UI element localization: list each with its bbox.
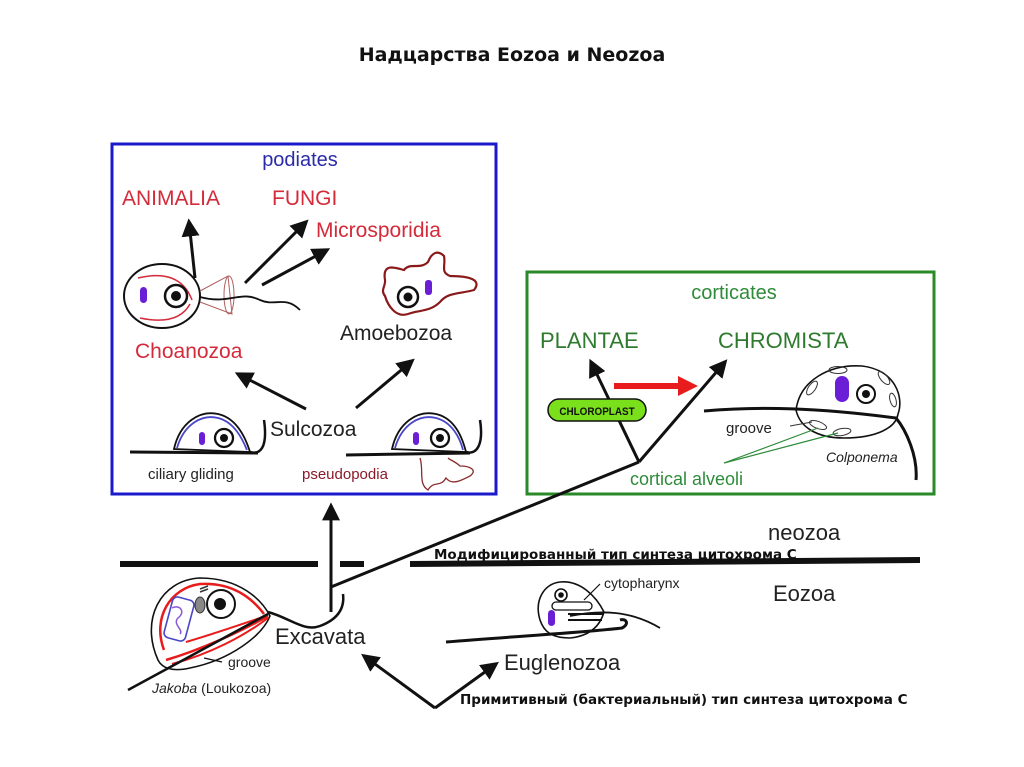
cortical-alveoli-label: cortical alveoli (630, 469, 743, 489)
arrow-to-amoebozoa (355, 358, 415, 410)
chloroplast-badge: CHLOROPLAST (547, 398, 647, 422)
groove-label: groove (726, 420, 772, 437)
branch-to-corticates (330, 460, 640, 589)
colponema-cell-icon (703, 365, 918, 481)
jakoba-name: Jakoba (151, 680, 197, 696)
pseudopodia-cell-icon (345, 412, 483, 491)
microsporidia-label: Microsporidia (316, 219, 441, 242)
choanoflagellate-cell-icon (123, 263, 301, 329)
arrow-to-animalia (181, 218, 200, 279)
jakoba-groove-label: groove (228, 654, 271, 670)
arrow-to-excavata (361, 653, 436, 710)
corticates-label: corticates (691, 282, 777, 304)
svg-text:CHLOROPLAST: CHLOROPLAST (559, 407, 635, 419)
neozoa-label: neozoa (768, 520, 841, 545)
ciliary-gliding-cell-icon (129, 412, 267, 455)
chromista-label: CHROMISTA (718, 328, 849, 353)
primitive-cytochrome-note: Примитивный (бактериальный) тип синтеза … (460, 692, 908, 708)
arrow-to-fungi (243, 219, 309, 285)
animalia-label: ANIMALIA (122, 187, 220, 210)
pseudopodia-label: pseudopodia (302, 466, 389, 483)
jakoba-cell-icon (127, 577, 271, 692)
ciliary-gliding-label: ciliary gliding (148, 466, 234, 483)
jakoba-group: (Loukozoa) (201, 680, 271, 696)
podiates-label: podiates (262, 149, 338, 171)
page-title: Надцарства Eozoa и Neozoa (358, 44, 666, 66)
cytopharynx-label: cytopharynx (604, 575, 679, 591)
amoeba-cell-icon (381, 251, 478, 316)
plastid-transfer-arrowhead (678, 376, 698, 396)
excavata-label: Excavata (275, 624, 366, 649)
arrow-to-chromista (637, 359, 728, 463)
corticates-box (525, 270, 936, 496)
choanozoa-label: Choanozoa (135, 340, 243, 363)
excavata-flagellum (267, 593, 345, 629)
amoebozoa-label: Amoebozoa (340, 322, 452, 345)
euglenozoa-label: Euglenozoa (504, 650, 621, 675)
arrow-to-microsporidia (261, 248, 331, 287)
jakoba-label: Jakoba(Loukozoa) (151, 680, 271, 696)
boundary-line-right (409, 557, 921, 567)
eozoa-label: Eozoa (773, 581, 836, 606)
euglenozoa-cell-icon (445, 581, 661, 644)
colponema-label: Colponema (826, 449, 898, 465)
podiates-box (110, 142, 498, 496)
fungi-label: FUNGI (272, 187, 337, 210)
arrow-to-choanozoa (234, 372, 307, 411)
modified-cytochrome-note: Модифицированный тип синтеза цитохрома С (434, 547, 797, 563)
plantae-label: PLANTAE (540, 328, 639, 353)
sulcozoa-label: Sulcozoa (270, 418, 357, 441)
arrow-to-euglenozoa (434, 661, 499, 710)
